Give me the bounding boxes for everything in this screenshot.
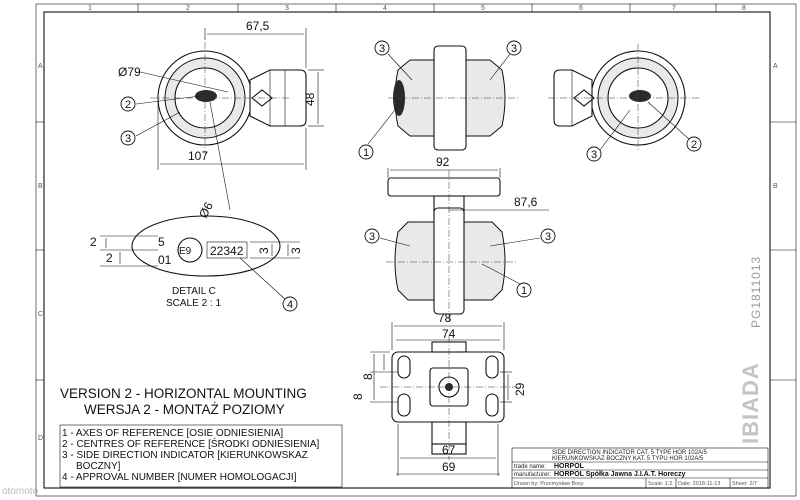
col-label-7: 7	[672, 5, 676, 12]
watermark-text: otomoto	[2, 486, 39, 497]
detail-dim-d6: Ø6	[196, 199, 216, 220]
detail-dim-2a: 2	[90, 235, 97, 249]
row-label-a-right: A	[773, 63, 778, 70]
legend-item-2: 2 - CENTRES OF REFERENCE [ŚRODKI ODNIESI…	[62, 437, 319, 450]
bottom-view: 78 74 8 8 29 67 69	[351, 311, 527, 476]
legend-item-3: 3 - SIDE DIRECTION INDICATOR [KIERUNKOWS…	[62, 450, 308, 461]
tb-drawn-by: Drawn by: Przemysław Bosy	[514, 481, 584, 487]
svg-text:2: 2	[691, 139, 697, 151]
side-view-top	[367, 45, 520, 151]
callout-1-middle: 1	[516, 282, 532, 298]
dim-78: 78	[438, 311, 452, 325]
dim-67: 67	[442, 443, 456, 457]
detail-code-top: 5	[158, 235, 165, 249]
svg-text:4: 4	[287, 299, 293, 311]
dim-d79: Ø79	[118, 65, 141, 79]
legend-item-4: 4 - APPROVAL NUMBER [NUMER HOMOLOGACJI]	[62, 472, 297, 483]
dim-69: 69	[442, 460, 456, 474]
svg-text:3: 3	[369, 231, 375, 243]
col-label-6: 6	[579, 5, 583, 12]
col-label-2: 2	[186, 5, 190, 12]
svg-text:1: 1	[363, 147, 369, 159]
title-block: SIDE DIRECTION INDICATOR CAT. 5 TYPE HOR…	[511, 447, 769, 489]
col-label-8: 8	[742, 5, 746, 12]
svg-text:2: 2	[125, 99, 131, 111]
legend-item-3b: BOCZNY]	[76, 461, 121, 472]
detail-code-bottom: 01	[158, 253, 172, 267]
tb-sheet: Sheet: 2/7	[732, 481, 757, 487]
dim-29: 29	[513, 382, 527, 396]
tb-manufacturer-label: manufacturer:	[514, 472, 551, 478]
svg-text:3: 3	[545, 231, 551, 243]
row-label-d: D	[38, 435, 43, 442]
dim-48: 48	[303, 92, 317, 106]
tb-date: Date: 2018-11-13	[678, 481, 720, 487]
document-id: PG1811013	[749, 256, 763, 328]
detail-c: E9 22342 5 01 2 2 3 3 Ø6 DETAIL C SCALE …	[90, 199, 303, 309]
callout-2-left: 2	[120, 96, 136, 112]
dim-8-a: 8	[361, 373, 375, 380]
col-label-1: 1	[88, 5, 92, 12]
svg-text:3: 3	[591, 149, 597, 161]
detail-dim-3a: 3	[257, 247, 271, 254]
tb-manufacturer: HORPOL Spółka Jawna J.I.A.T. Horeczy	[554, 471, 685, 478]
col-label-3: 3	[285, 5, 289, 12]
callout-2-right: 2	[686, 136, 702, 152]
col-label-5: 5	[481, 5, 485, 12]
dim-107: 107	[188, 149, 208, 163]
detail-dim-3b: 3	[289, 247, 303, 254]
dim-92: 92	[436, 155, 450, 169]
detail-dim-2b: 2	[106, 251, 113, 265]
tb-desc-en: SIDE DIRECTION INDICATOR CAT. 5 TYPE HOR…	[552, 450, 708, 456]
svg-text:3: 3	[379, 43, 385, 55]
front-view-left: 67,5 48 107 Ø79	[118, 19, 324, 211]
tb-trade-name-label: trade name:	[514, 464, 546, 470]
row-label-c: C	[38, 311, 43, 318]
brand-logo-text: IBIADA	[738, 362, 763, 444]
callout-1-side: 1	[358, 144, 374, 160]
legend-box: 1 - AXES OF REFERENCE [OSIE ODNIESIENIA]…	[59, 424, 343, 488]
dim-87-6: 87,6	[514, 195, 538, 209]
col-label-4: 4	[383, 5, 387, 12]
row-label-b-right: B	[773, 183, 778, 190]
tb-trade-name: HORPOL	[554, 463, 585, 470]
callout-3-side-a: 3	[374, 40, 390, 56]
row-label-b: B	[38, 183, 43, 190]
version-title-en: VERSION 2 - HORIZONTAL MOUNTING	[60, 386, 307, 401]
detail-title: DETAIL C	[172, 286, 216, 297]
detail-emark: E9	[179, 246, 192, 257]
dim-8-b: 8	[351, 393, 365, 400]
detail-approval-number: 22342	[210, 244, 244, 258]
callout-3-side-b: 3	[506, 40, 522, 56]
svg-text:3: 3	[511, 43, 517, 55]
callout-3-right: 3	[586, 146, 602, 162]
middle-view: 92 87,6	[379, 155, 549, 322]
frame-column-labels: 1 2 3 4 5 6 7 8 A B C D A B	[38, 5, 778, 442]
svg-text:3: 3	[125, 133, 131, 145]
detail-scale: SCALE 2 : 1	[166, 298, 221, 309]
callout-3-middle-a: 3	[364, 228, 380, 244]
frame-grid-ticks	[36, 4, 796, 381]
tb-desc-pl: KIERUNKOWSKAZ BOCZNY KAT. 5 TYPU HOR 102…	[552, 456, 704, 462]
callout-3-middle-b: 3	[540, 228, 556, 244]
callout-3-left: 3	[120, 130, 136, 146]
dim-74: 74	[442, 327, 456, 341]
row-label-a: A	[38, 63, 43, 70]
front-view-right	[548, 44, 700, 152]
dim-67-5: 67,5	[246, 19, 270, 33]
legend-item-1: 1 - AXES OF REFERENCE [OSIE ODNIESIENIA]	[62, 428, 283, 439]
version-title-pl: WERSJA 2 - MONTAŻ POZIOMY	[84, 402, 285, 417]
callout-4-detail: 4	[282, 296, 298, 312]
svg-text:1: 1	[521, 285, 527, 297]
tb-scale: Scale: 1:2	[648, 481, 672, 487]
